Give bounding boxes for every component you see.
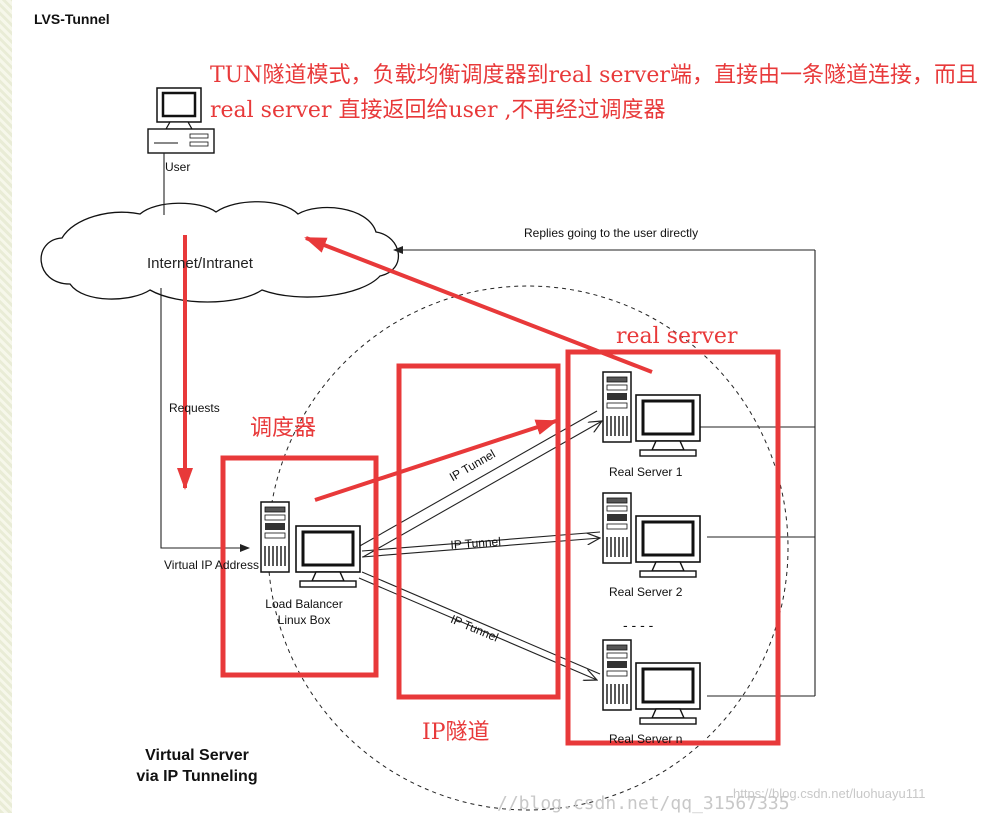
internet-cloud [40,201,399,303]
caption-line-2: via IP Tunneling [136,768,258,785]
page-edge-strip [0,0,12,813]
user-computer-icon [147,87,215,154]
load-balancer-icon [260,501,362,589]
server-ellipsis: - - - - [623,617,654,633]
real-server-2-icon [602,492,702,579]
tunnel-annotation: IP隧道 [422,720,490,745]
real-server-n-icon [602,639,702,726]
scheduler-to-server-red-arrow [314,419,558,502]
internet-label: Internet/Intranet [147,255,253,272]
replies-label: Replies going to the user directly [524,226,699,240]
watermark-url: https://blog.csdn.net/luohuayu111 [733,786,926,801]
mode-description: TUN隧道模式，负载均衡调度器到real server端，直接由一条隧道连接，而… [210,63,978,123]
page-title: LVS-Tunnel [34,11,110,27]
reply-red-arrow [304,236,653,374]
real-server-n-label: Real Server n [609,732,683,746]
scheduler-annotation: 调度器 [250,416,317,441]
watermark-blog: //blog.csdn.net/qq_31567335 [497,793,790,814]
request-line [160,288,250,552]
tunnel-highlight-box [396,363,561,700]
real-server-1-icon [602,371,702,458]
load-balancer-label-2: Linux Box [277,613,331,627]
real-server-highlight-box [565,349,781,746]
scheduler-highlight-box [220,455,379,678]
user-label: User [165,160,191,174]
real-server-annotation: real server [616,324,738,349]
real-server-2-label: Real Server 2 [609,585,683,599]
load-balancer-label-1: Load Balancer [265,597,343,611]
virtual-ip-label: Virtual IP Address [164,558,259,572]
caption-line-1: Virtual Server [145,747,249,764]
requests-label: Requests [169,401,220,415]
real-server-1-label: Real Server 1 [609,465,683,479]
